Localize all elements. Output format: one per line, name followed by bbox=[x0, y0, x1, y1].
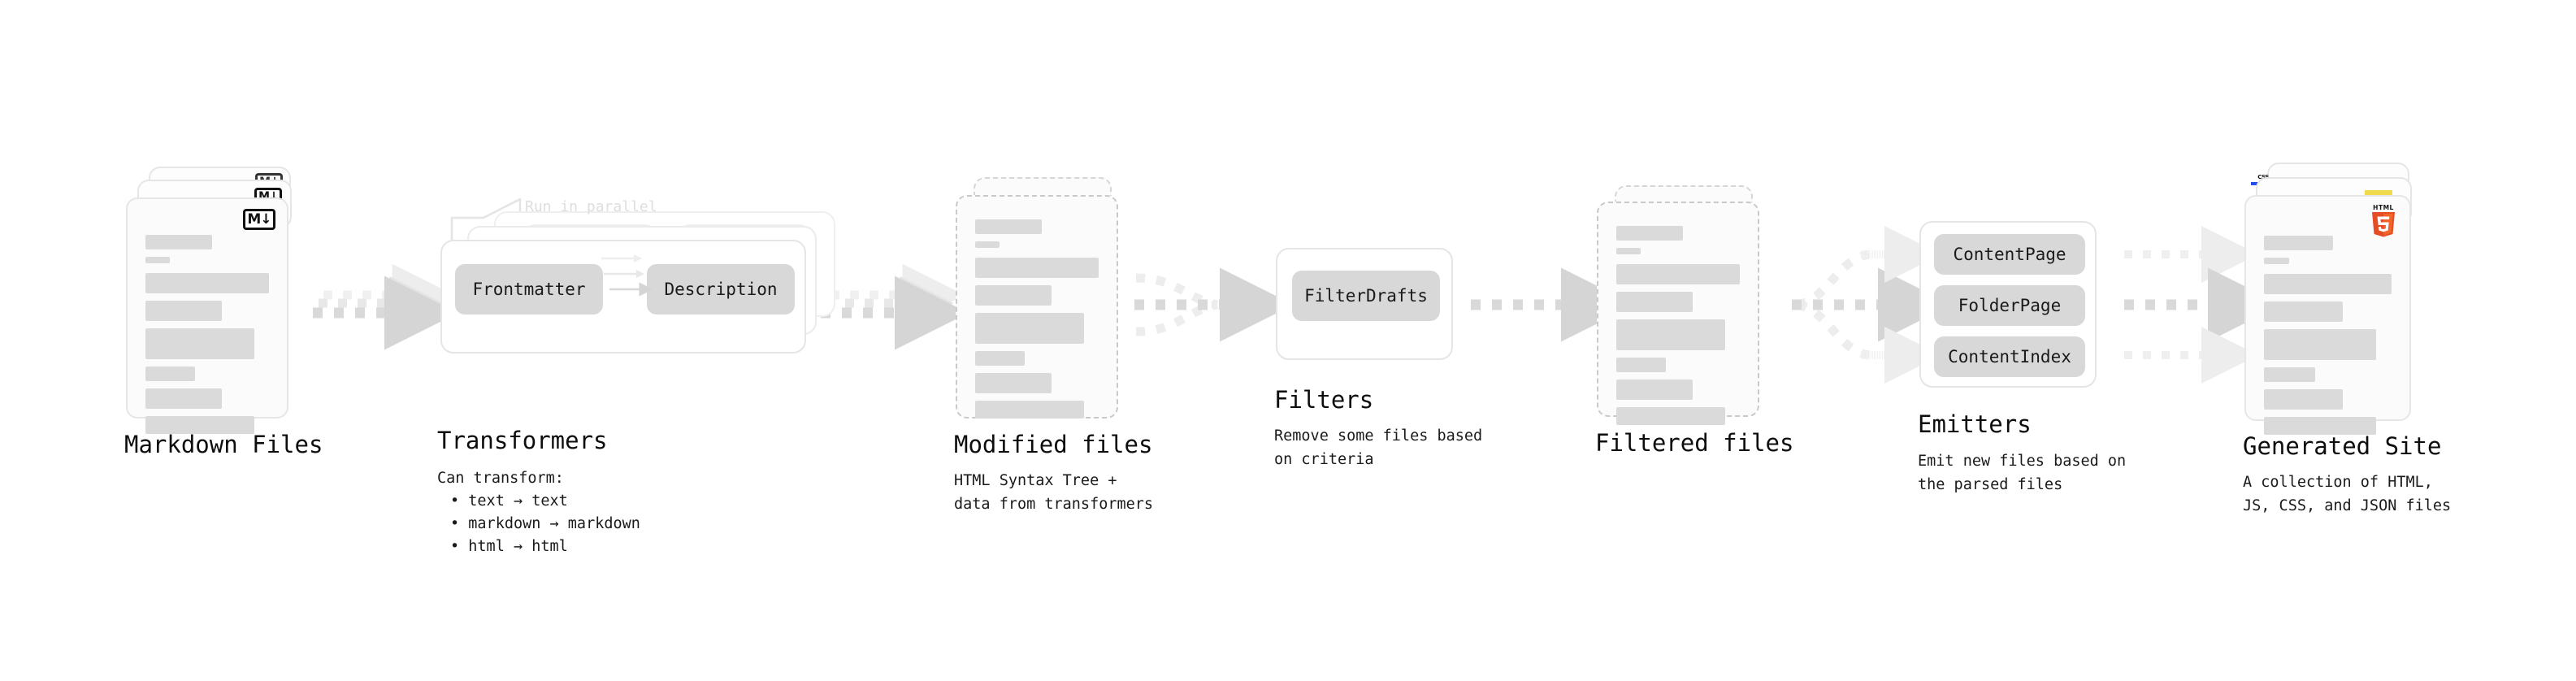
modified-files-subtext: HTML Syntax Tree + data from transformer… bbox=[954, 472, 1154, 513]
modified-card-skeleton bbox=[975, 219, 1099, 426]
modified-file-stack bbox=[956, 177, 1130, 421]
stage-heading-filters: Filters bbox=[1274, 386, 1374, 414]
stage-filtered-files: Filtered files bbox=[1595, 185, 1793, 457]
connector-filtered-to-emitters bbox=[1792, 226, 1952, 384]
filters-subtext: Remove some files based on criteria bbox=[1274, 427, 1483, 468]
markdown-file-stack: M↓ M↓ M↓ bbox=[126, 167, 301, 434]
stage-generated-site: CSS HTML bbox=[2243, 163, 2451, 514]
transformers-bullet-1: • text → text bbox=[450, 492, 568, 510]
svg-text:HTML: HTML bbox=[2373, 204, 2394, 211]
emitter-chip-contentpage[interactable]: ContentPage bbox=[1934, 234, 2085, 275]
markdown-icon: M↓ bbox=[243, 209, 275, 230]
stage-emitters: ContentPage FolderPage ContentIndex Emit… bbox=[1918, 221, 2126, 493]
stage-filters: FilterDrafts Filters Remove some files b… bbox=[1274, 248, 1482, 468]
markdown-card-front[interactable]: M↓ bbox=[126, 197, 288, 434]
connector-modified-to-filters bbox=[1134, 267, 1294, 342]
transformers-bullet-3: • html → html bbox=[450, 538, 568, 555]
markdown-card-skeleton bbox=[145, 235, 269, 441]
stage-heading-markdown-files: Markdown Files bbox=[124, 431, 323, 458]
html5-icon: HTML bbox=[2369, 203, 2398, 237]
site-card-skeleton bbox=[2264, 236, 2392, 442]
emitter-chip-folderpage[interactable]: FolderPage bbox=[1934, 285, 2085, 326]
generated-site-file-stack: CSS HTML bbox=[2244, 163, 2431, 435]
run-in-parallel-label: Run in parallel bbox=[525, 198, 657, 215]
stage-heading-emitters: Emitters bbox=[1918, 410, 2032, 438]
filtered-card-skeleton bbox=[1616, 226, 1740, 432]
filter-chip-filterdrafts[interactable]: FilterDrafts bbox=[1292, 271, 1440, 321]
generated-site-subtext: A collection of HTML, JS, CSS, and JSON … bbox=[2243, 474, 2452, 514]
emitters-box[interactable]: ContentPage FolderPage ContentIndex bbox=[1919, 221, 2097, 388]
stage-heading-modified-files: Modified files bbox=[954, 431, 1153, 458]
stage-heading-generated-site: Generated Site bbox=[2243, 432, 2442, 460]
modified-card-front[interactable] bbox=[956, 195, 1118, 419]
filtered-card-front[interactable] bbox=[1597, 202, 1759, 425]
transformer-chip-frontmatter[interactable]: Frontmatter bbox=[455, 264, 603, 314]
stage-heading-transformers: Transformers bbox=[437, 427, 608, 454]
stage-heading-filtered-files: Filtered files bbox=[1595, 429, 1794, 457]
transformers-bullet-2: • markdown → markdown bbox=[450, 515, 640, 532]
filters-box[interactable]: FilterDrafts bbox=[1276, 248, 1453, 360]
transformer-chip-description[interactable]: Description bbox=[647, 264, 795, 314]
transformers-subtext: Can transform: bbox=[437, 470, 564, 487]
site-card-front-html[interactable]: HTML bbox=[2244, 195, 2411, 435]
emitters-subtext: Emit new files based on the parsed files bbox=[1918, 453, 2127, 493]
transformers-box-stack: Frontmatter Description bbox=[439, 195, 845, 358]
connector-md-to-transformers bbox=[313, 263, 458, 350]
emitter-chip-contentindex[interactable]: ContentIndex bbox=[1934, 336, 2085, 377]
stage-transformers: Frontmatter Description Run in parallel … bbox=[437, 195, 845, 555]
stage-modified-files: Modified files HTML Syntax Tree + data f… bbox=[954, 177, 1153, 513]
transformer-box-front[interactable]: Frontmatter Description bbox=[440, 240, 806, 354]
filtered-file-stack bbox=[1597, 185, 1772, 425]
stage-markdown-files: M↓ M↓ M↓ Markdown Files bbox=[124, 167, 323, 458]
connector-emitters-to-site bbox=[2124, 226, 2282, 384]
